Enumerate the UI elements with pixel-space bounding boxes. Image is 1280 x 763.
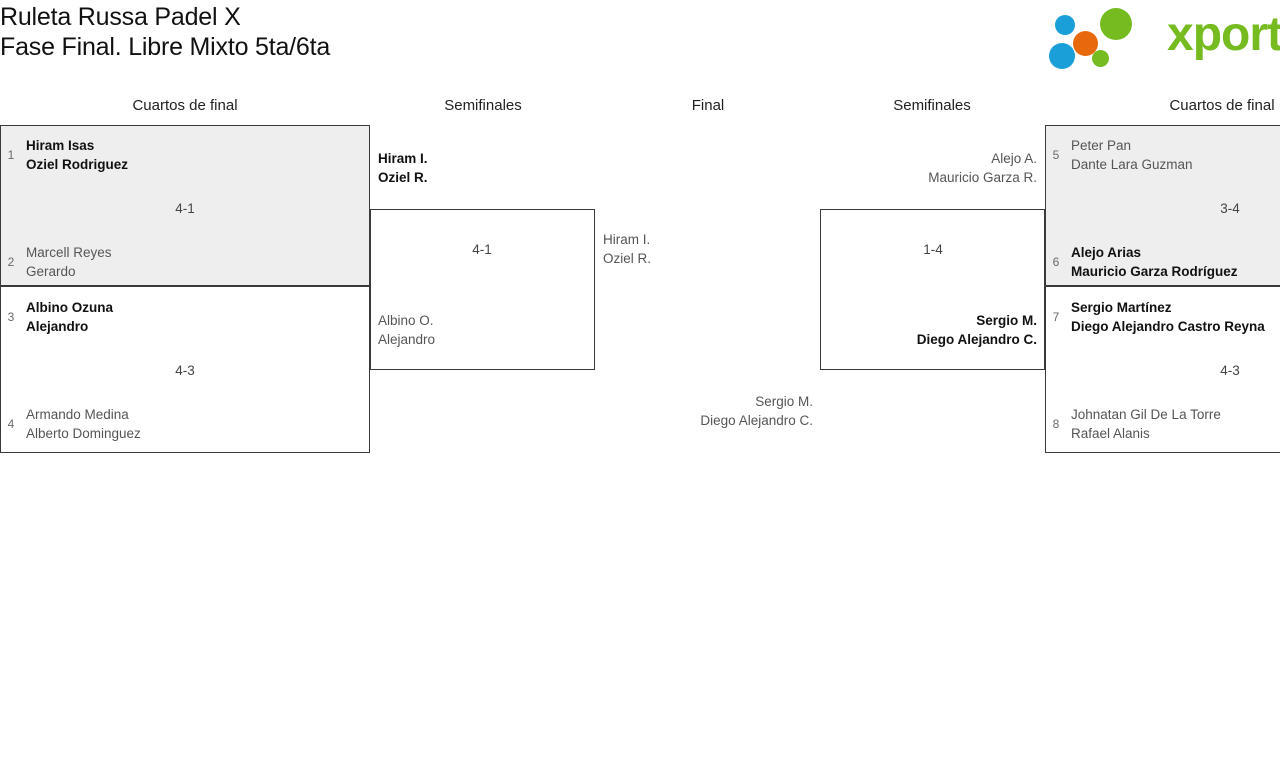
score-sf-right: 1-4 [923,242,943,257]
score-sf-left: 4-1 [472,242,492,257]
player-name: Marcell Reyes [26,245,112,260]
seed-number-2: 2 [7,255,15,269]
seed-number-5: 5 [1052,148,1060,162]
tournament-name: Ruleta Russa Padel X [0,3,241,31]
tournament-phase: Fase Final. Libre Mixto 5ta/6ta [0,33,331,61]
player-name: Sergio M. [976,313,1037,328]
player-name: Alejandro [26,319,89,334]
round-header-quarterfinals-right: Cuartos de final [1169,97,1275,114]
player-name: Johnatan Gil De La Torre [1071,407,1221,422]
round-header-final: Final [691,97,725,114]
logo-dot-green-small [1092,50,1109,67]
team-qf4-bottom: Johnatan Gil De La Torre Rafael Alanis [1071,405,1221,443]
team-final-left: Hiram I. Oziel R. [603,230,651,268]
team-qf4-top: Sergio Martínez Diego Alejandro Castro R… [1071,298,1265,336]
player-name: Oziel R. [603,251,652,266]
player-name: Albino Ozuna [26,300,113,315]
logo-dot-blue-bottom [1049,43,1075,69]
seed-number-1: 1 [7,148,15,162]
seed-number-7: 7 [1052,310,1060,324]
match-box-qf3[interactable] [1045,125,1280,286]
score-qf3: 3-4 [1220,201,1240,216]
match-box-qf1[interactable] [0,125,370,286]
seed-number-6: 6 [1052,255,1060,269]
team-qf1-top: Hiram Isas Oziel Rodriguez [26,136,128,174]
player-name: Albino O. [378,313,434,328]
player-name: Alejo A. [991,151,1037,166]
round-header-semifinals-right: Semifinales [893,97,971,114]
xporty-logo: xporty [1047,5,1280,69]
team-sf-right-bottom: Sergio M. Diego Alejandro C. [837,311,1037,349]
team-final-right: Sergio M. Diego Alejandro C. [613,392,813,430]
player-name: Alejandro [378,332,436,347]
team-qf3-bottom: Alejo Arias Mauricio Garza Rodríguez [1071,243,1238,281]
score-qf1: 4-1 [175,201,195,216]
player-name: Oziel Rodriguez [26,157,129,172]
player-name: Diego Alejandro C. [916,332,1037,347]
team-qf1-bottom: Marcell Reyes Gerardo [26,243,112,281]
seed-number-4: 4 [7,417,15,431]
seed-number-8: 8 [1052,417,1060,431]
player-name: Hiram I. [603,232,651,247]
player-name: Alberto Dominguez [26,426,141,441]
player-name: Sergio M. [755,394,813,409]
player-name: Hiram Isas [26,138,95,153]
player-name: Mauricio Garza R. [928,170,1037,185]
player-name: Diego Alejandro C. [700,413,813,428]
player-name: Gerardo [26,264,76,279]
team-qf3-top: Peter Pan Dante Lara Guzman [1071,136,1193,174]
team-sf-left-bottom: Albino O. Alejandro [378,311,435,349]
team-qf2-bottom: Armando Medina Alberto Dominguez [26,405,141,443]
score-qf2: 4-3 [175,363,195,378]
match-box-sf-left[interactable] [370,209,595,370]
player-name: Hiram I. [378,151,428,166]
player-name: Armando Medina [26,407,129,422]
match-box-qf4[interactable] [1045,286,1280,453]
logo-dot-green-large [1100,8,1132,40]
team-qf2-top: Albino Ozuna Alejandro [26,298,113,336]
logo-dot-blue-top [1055,15,1075,35]
round-header-semifinals-left: Semifinales [444,97,522,114]
match-box-qf2[interactable] [0,286,370,453]
player-name: Sergio Martínez [1071,300,1172,315]
player-name: Alejo Arias [1071,245,1142,260]
page-title: Ruleta Russa Padel X Fase Final. Libre M… [0,2,700,62]
player-name: Dante Lara Guzman [1071,157,1193,172]
match-box-sf-right[interactable] [820,209,1045,370]
score-qf4: 4-3 [1220,363,1240,378]
logo-wordmark: xporty [1167,8,1280,61]
player-name: Oziel R. [378,170,428,185]
seed-number-3: 3 [7,310,15,324]
team-sf-right-top: Alejo A. Mauricio Garza R. [837,149,1037,187]
player-name: Rafael Alanis [1071,426,1150,441]
player-name: Mauricio Garza Rodríguez [1071,264,1238,279]
player-name: Peter Pan [1071,138,1132,153]
round-header-quarterfinals-left: Cuartos de final [132,97,238,114]
player-name: Diego Alejandro Castro Reyna [1071,319,1265,334]
team-sf-left-top: Hiram I. Oziel R. [378,149,428,187]
